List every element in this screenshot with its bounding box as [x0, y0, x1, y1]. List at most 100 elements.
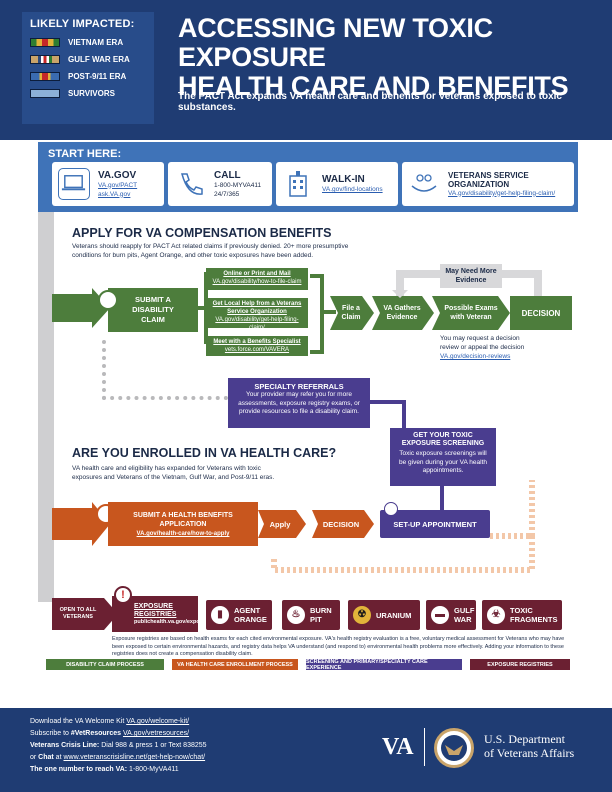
vietnam-ribbon-icon	[30, 37, 60, 47]
orange-loop	[271, 480, 535, 573]
method-link[interactable]: VA.gov/disability/how-to-file-claim	[212, 279, 302, 285]
footer-line: Veterans Crisis Line: Dial 988 & press 1…	[30, 740, 330, 752]
registry-label: AGENT ORANGE	[234, 606, 267, 624]
option-vso[interactable]: VETERANS SERVICE ORGANIZATION VA.gov/dis…	[402, 162, 574, 206]
option-text: VA.GOV VA.gov/PACT ask.VA.gov	[98, 170, 137, 199]
connector	[196, 306, 206, 310]
find-locations-link[interactable]: VA.gov/find-locations	[322, 186, 383, 193]
registry-gulf-war[interactable]: ▬ GULF WAR	[426, 600, 476, 630]
option-title: CALL	[214, 169, 241, 181]
page-title: ACCESSING NEW TOXIC EXPOSURE HEALTH CARE…	[178, 14, 598, 101]
va-pact-link[interactable]: VA.gov/PACT	[98, 181, 138, 189]
healthcare-text-line: exposures and Veterans of the Vietnam, G…	[72, 474, 275, 481]
method-title: Get Local Help from a Veterans Service O…	[212, 301, 302, 315]
exams-arrow	[432, 296, 510, 330]
toxic-screening-box: GET YOUR TOXIC EXPOSURE SCREENING Toxic …	[390, 428, 496, 486]
submit-claim-label: SUBMIT A DISABILITY CLAIM	[132, 295, 174, 324]
registry-label: GULF WAR	[454, 606, 475, 624]
welcome-kit-link[interactable]: VA.gov/welcome-kit/	[126, 718, 190, 725]
orange-flow-arrow	[52, 502, 110, 546]
method-link[interactable]: vets.force.com/VAVERA	[224, 347, 290, 353]
registries-link[interactable]: publichealth.va.gov/exposures	[134, 619, 215, 625]
decision-reviews-link[interactable]: VA.gov/decision-reviews	[440, 353, 511, 360]
apply-step: Apply	[269, 519, 291, 529]
survivors-ribbon-icon	[30, 88, 60, 98]
legend-disability: DISABILITY CLAIM PROCESS	[46, 659, 164, 670]
decision-box: DECISION	[510, 296, 572, 330]
open-to-all-badge: OPEN TO ALL VETERANS	[52, 598, 104, 630]
registry-burn-pit[interactable]: ♨ BURN PIT	[282, 600, 340, 630]
compensation-title: APPLY FOR VA COMPENSATION BENEFITS	[72, 226, 332, 240]
option-walk-in[interactable]: WALK-IN VA.gov/find-locations	[276, 162, 398, 206]
impacted-title: LIKELY IMPACTED:	[30, 18, 135, 30]
option-title: WALK-IN	[322, 174, 365, 185]
green-flow-arrow	[52, 288, 110, 328]
review-line: review or appeal the decision	[440, 344, 525, 351]
option-text: WALK-IN VA.gov/find-locations	[322, 174, 383, 194]
option-title: VETERANS SERVICE	[448, 170, 529, 180]
registry-toxic-fragments[interactable]: ☣ TOXIC FRAGMENTS	[482, 600, 562, 630]
submit-health-application[interactable]: SUBMIT A HEALTH BENEFITS APPLICATION VA.…	[108, 502, 258, 546]
option-call[interactable]: CALL 1-800-MYVA411 24/7/365	[168, 162, 272, 206]
crisis-chat-link[interactable]: www.veteranscrisisline.net/get-help-now/…	[63, 754, 206, 761]
submit-disability-claim[interactable]: SUBMIT A DISABILITY CLAIM	[108, 288, 198, 332]
biohazard-icon: ☣	[487, 606, 505, 624]
option-va-gov[interactable]: VA.GOV VA.gov/PACT ask.VA.gov	[52, 162, 164, 206]
referrals-text: Your provider may refer you for more ass…	[238, 391, 360, 415]
department-line: U.S. Department	[484, 732, 565, 746]
footer-text: Chat	[38, 754, 54, 761]
dotted-connector	[102, 340, 110, 400]
title-line: ACCESSING NEW TOXIC EXPOSURE	[178, 13, 493, 72]
option-text: CALL 1-800-MYVA411 24/7/365	[214, 170, 261, 199]
footer-text: Subscribe to	[30, 730, 71, 737]
impacted-label: VIETNAM ERA	[68, 37, 124, 47]
gathers-evidence-step: VA Gathers Evidence	[383, 305, 421, 321]
footer-text: The one number to reach VA:	[30, 766, 128, 773]
building-icon	[282, 168, 314, 200]
healthcare-title: ARE YOU ENROLLED IN VA HEALTH CARE?	[72, 446, 337, 460]
apply-arrow	[258, 510, 306, 538]
vetresources-link[interactable]: VA.gov/vetresources/	[123, 730, 190, 737]
impacted-row: SURVIVORS	[30, 87, 146, 99]
option-title: VA.GOV	[98, 169, 137, 181]
registries-title: EXPOSURE REGISTRIES	[134, 603, 177, 618]
health-apply-link[interactable]: VA.gov/health-care/how-to-apply	[136, 531, 230, 537]
compensation-text: Veterans should reapply for PACT Act rel…	[72, 242, 372, 260]
registry-label: BURN PIT	[310, 606, 332, 624]
fire-icon: ♨	[287, 606, 305, 624]
hands-icon	[408, 168, 440, 200]
laptop-icon	[58, 168, 90, 200]
impacted-label: GULF WAR ERA	[68, 54, 130, 64]
setup-appointment-box: SET-UP APPOINTMENT	[380, 510, 490, 538]
footer-text: Veterans Crisis Line:	[30, 742, 102, 749]
footer-text: at	[53, 754, 64, 761]
va-logo: VA	[382, 734, 414, 760]
vso-link[interactable]: VA.gov/disability/get-help-filing-claim/	[448, 189, 556, 197]
title-line: HEALTH CARE AND BENEFITS	[178, 71, 569, 101]
radiation-icon: ☢	[353, 606, 371, 624]
screening-title: GET YOUR TOXIC EXPOSURE SCREENING	[401, 432, 485, 447]
option-text: VETERANS SERVICE ORGANIZATION VA.gov/dis…	[448, 171, 555, 198]
registries-note: Exposure registries are based on health …	[112, 636, 565, 657]
stethoscope-icon	[384, 502, 398, 516]
ask-va-link[interactable]: ask.VA.gov	[98, 190, 131, 198]
footer-line: or Chat at www.veteranscrisisline.net/ge…	[30, 752, 330, 764]
registry-agent-orange[interactable]: ▮ AGENT ORANGE	[206, 600, 272, 630]
method-online[interactable]: Online or Print and Mail VA.gov/disabili…	[206, 268, 308, 290]
decision-review-note: You may request a decision review or app…	[440, 334, 560, 361]
method-vso[interactable]: Get Local Help from a Veterans Service O…	[206, 298, 308, 331]
file-claim-arrow	[330, 296, 374, 330]
submit-health-label: SUBMIT A HEALTH BENEFITS APPLICATION	[133, 512, 233, 528]
compensation-text-line: Veterans should reapply for PACT Act rel…	[72, 243, 349, 250]
department-name: U.S. Department of Veterans Affairs	[484, 732, 574, 760]
registry-uranium[interactable]: ☢ URANIUM	[348, 600, 420, 630]
compensation-text-line: conditions for burn pits, Agent Orange, …	[72, 252, 314, 259]
phone-hours: 24/7/365	[214, 190, 240, 198]
method-title: Meet with a Benefits Specialist	[213, 339, 301, 345]
registry-arrow-tip	[104, 598, 118, 630]
method-specialist[interactable]: Meet with a Benefits Specialist vets.for…	[206, 336, 308, 356]
footer	[0, 708, 612, 792]
legend-registries: EXPOSURE REGISTRIES	[470, 659, 570, 670]
registry-label: URANIUM	[376, 610, 412, 620]
method-link[interactable]: VA.gov/disability/get-help-filing-claim/	[215, 317, 299, 331]
